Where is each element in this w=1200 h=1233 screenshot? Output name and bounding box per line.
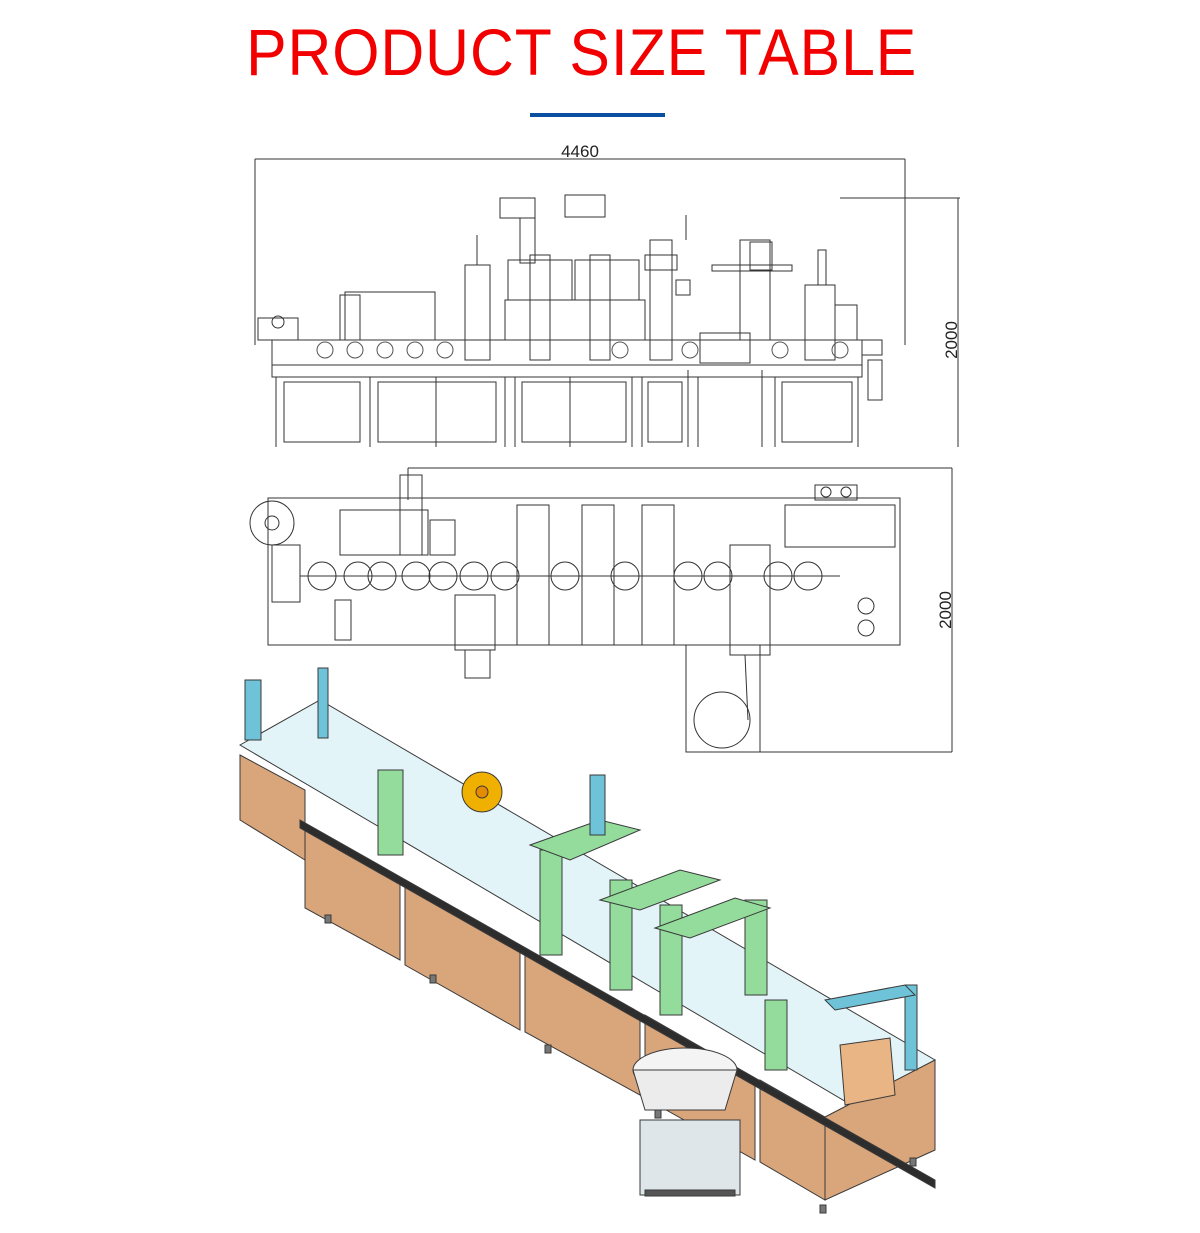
- front-view-drawing: [254, 158, 960, 447]
- title-underline: [530, 113, 665, 117]
- top-view-drawing: [249, 467, 953, 753]
- page-title: PRODUCT SIZE TABLE: [246, 15, 918, 89]
- depth-dimension-label: 2000: [936, 591, 955, 629]
- width-dimension-label: 4460: [561, 142, 599, 161]
- height-dimension-label: 2000: [942, 321, 961, 359]
- machine-3d-render: [238, 667, 936, 1214]
